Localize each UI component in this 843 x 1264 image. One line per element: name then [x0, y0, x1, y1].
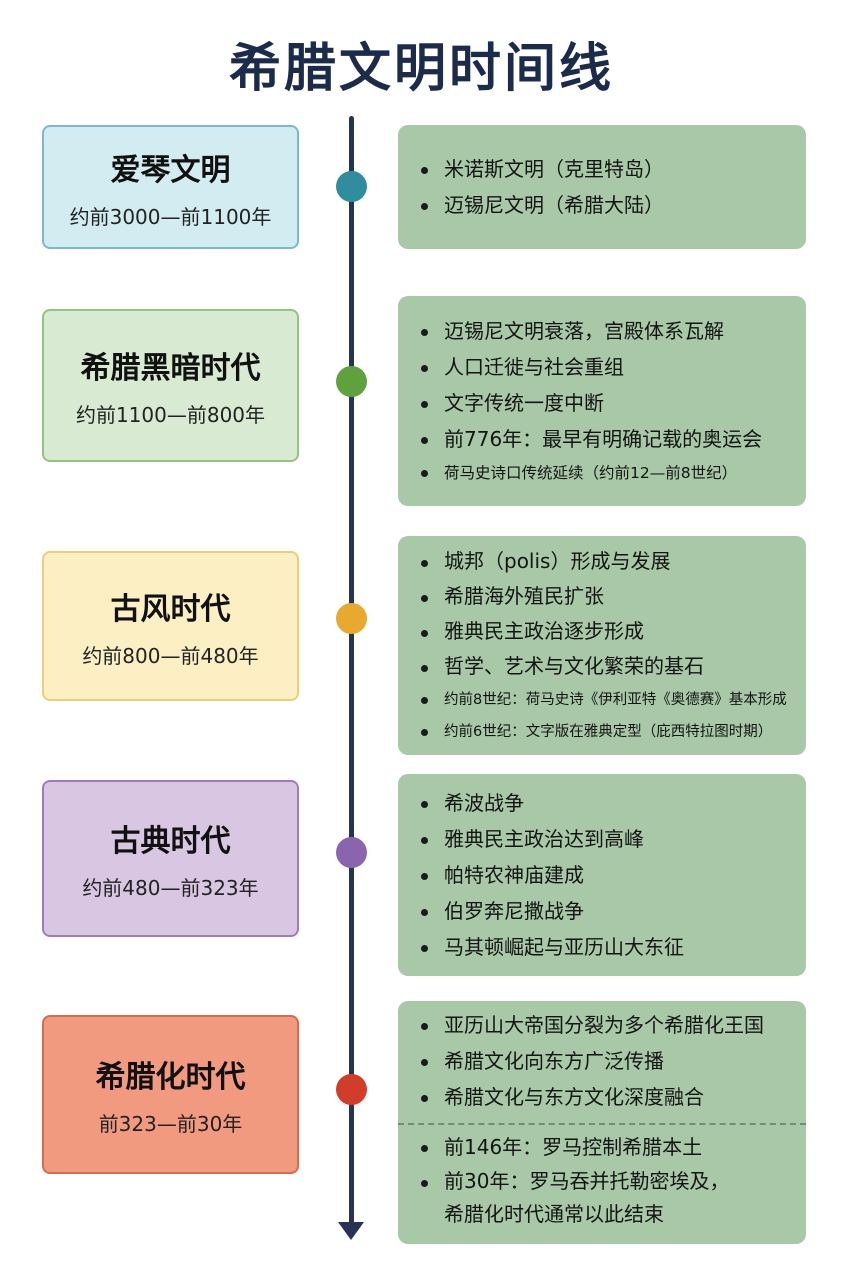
event-line: 希腊化时代通常以此结束: [444, 1202, 664, 1226]
event-item: 城邦（polis）形成与发展: [416, 544, 792, 579]
era-name: 古风时代: [110, 591, 231, 627]
event-item: 希腊文化向东方广泛传播: [416, 1043, 792, 1079]
event-item: 哲学、艺术与文化繁荣的基石: [416, 649, 792, 684]
event-item: 雅典民主政治逐步形成: [416, 614, 792, 649]
event-item: 前30年：罗马吞并托勒密埃及， 希腊化时代通常以此结束: [416, 1165, 792, 1231]
event-item: 希波战争: [416, 785, 792, 821]
era-date: 前323—前30年: [98, 1112, 243, 1136]
event-item: 迈锡尼文明衰落，宫殿体系瓦解: [416, 313, 792, 349]
event-item: 迈锡尼文明（希腊大陆）: [416, 187, 792, 223]
era-card-dark-age: 希腊黑暗时代 约前1100—前800年: [42, 309, 299, 462]
era-name: 希腊化时代: [95, 1060, 246, 1095]
event-item: 约前8世纪：荷马史诗《伊利亚特《奥德赛》基本形成: [416, 684, 792, 716]
timeline-arrow-icon: [338, 1222, 364, 1240]
era-card-classical: 古典时代 约前480—前323年: [42, 780, 299, 937]
event-item: 伯罗奔尼撒战争: [416, 893, 792, 929]
events-list: 亚历山大帝国分裂为多个希腊化王国 希腊文化向东方广泛传播 希腊文化与东方文化深度…: [416, 1007, 792, 1115]
event-item: 人口迁徙与社会重组: [416, 349, 792, 385]
event-line: 前30年：罗马吞并托勒密埃及，: [444, 1169, 730, 1193]
era-name: 希腊黑暗时代: [80, 351, 261, 386]
era-date: 约前800—前480年: [82, 643, 259, 668]
event-item: 约前6世纪：文字版在雅典定型（庇西特拉图时期）: [416, 716, 792, 748]
events-divider: [398, 1123, 806, 1125]
events-card-hellenistic: 亚历山大帝国分裂为多个希腊化王国 希腊文化向东方广泛传播 希腊文化与东方文化深度…: [398, 1001, 806, 1244]
era-card-aegean: 爱琴文明 约前3000—前1100年: [42, 125, 299, 249]
era-dot-hellenistic: [336, 1074, 367, 1105]
event-item: 亚历山大帝国分裂为多个希腊化王国: [416, 1007, 792, 1043]
event-item: 文字传统一度中断: [416, 385, 792, 421]
events-card-dark-age: 迈锡尼文明衰落，宫殿体系瓦解 人口迁徙与社会重组 文字传统一度中断 前776年：…: [398, 296, 806, 506]
era-date: 约前3000—前1100年: [69, 204, 272, 229]
event-item: 希腊海外殖民扩张: [416, 579, 792, 614]
events-list: 希波战争 雅典民主政治达到高峰 帕特农神庙建成 伯罗奔尼撒战争 马其顿崛起与亚历…: [416, 785, 792, 965]
event-item: 米诺斯文明（克里特岛）: [416, 151, 792, 187]
event-item: 帕特农神庙建成: [416, 857, 792, 893]
event-item: 希腊文化与东方文化深度融合: [416, 1079, 792, 1115]
era-card-archaic: 古风时代 约前800—前480年: [42, 551, 299, 701]
era-dot-aegean: [336, 171, 367, 202]
events-list: 城邦（polis）形成与发展 希腊海外殖民扩张 雅典民主政治逐步形成 哲学、艺术…: [416, 544, 792, 748]
era-name: 爱琴文明: [110, 152, 231, 188]
event-item: 马其顿崛起与亚历山大东征: [416, 929, 792, 965]
event-item: 荷马史诗口传统延续（约前12—前8世纪）: [416, 457, 792, 489]
page-title: 希腊文明时间线: [228, 39, 614, 99]
events-card-aegean: 米诺斯文明（克里特岛） 迈锡尼文明（希腊大陆）: [398, 125, 806, 249]
event-item: 雅典民主政治达到高峰: [416, 821, 792, 857]
event-item: 前776年：最早有明确记载的奥运会: [416, 421, 792, 457]
era-name: 古典时代: [110, 824, 231, 859]
era-date: 约前1100—前800年: [75, 403, 266, 427]
events-card-classical: 希波战争 雅典民主政治达到高峰 帕特农神庙建成 伯罗奔尼撒战争 马其顿崛起与亚历…: [398, 774, 806, 976]
events-card-archaic: 城邦（polis）形成与发展 希腊海外殖民扩张 雅典民主政治逐步形成 哲学、艺术…: [398, 536, 806, 755]
era-dot-archaic: [336, 603, 367, 634]
events-list: 迈锡尼文明衰落，宫殿体系瓦解 人口迁徙与社会重组 文字传统一度中断 前776年：…: [416, 313, 792, 489]
era-card-hellenistic: 希腊化时代 前323—前30年: [42, 1015, 299, 1174]
event-item: 前146年：罗马控制希腊本土: [416, 1129, 792, 1165]
era-date: 约前480—前323年: [82, 876, 259, 900]
events-list: 米诺斯文明（克里特岛） 迈锡尼文明（希腊大陆）: [416, 151, 792, 223]
era-dot-classical: [336, 837, 367, 868]
timeline-axis: [349, 116, 354, 1228]
later-events-list: 前146年：罗马控制希腊本土 前30年：罗马吞并托勒密埃及， 希腊化时代通常以此…: [416, 1129, 792, 1231]
era-dot-dark-age: [336, 366, 367, 397]
